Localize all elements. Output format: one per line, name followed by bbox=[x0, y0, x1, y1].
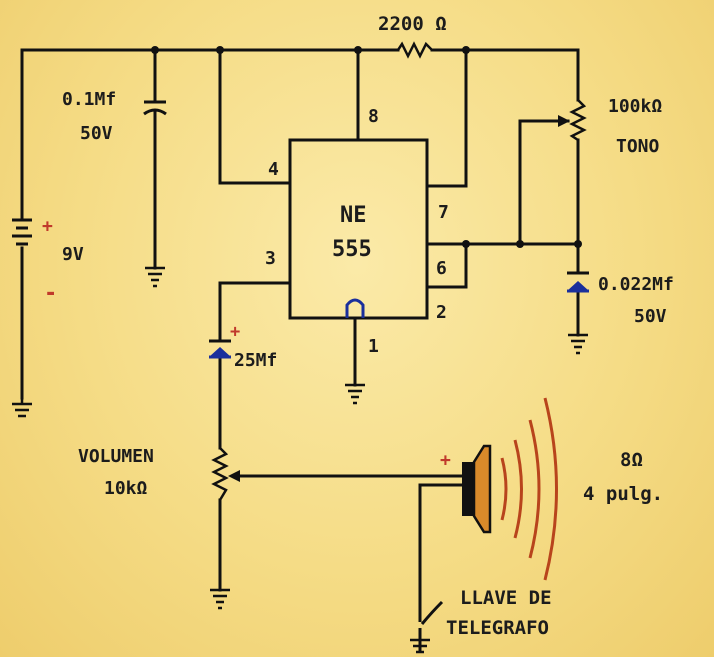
capacitor-0-1mf-voltage: 50V bbox=[80, 123, 113, 144]
capacitor-0-022mf-value: 0.022Mf bbox=[598, 274, 674, 295]
potentiometer-100k-tono: 100kΩ TONO bbox=[558, 96, 662, 157]
capacitor-25mf-plus: + bbox=[230, 322, 240, 342]
pin-1-label: 1 bbox=[368, 336, 379, 357]
ground-cap-0-022-icon bbox=[568, 333, 588, 355]
ic-name-line1: NE bbox=[340, 203, 367, 228]
pin-2-label: 2 bbox=[436, 302, 447, 323]
battery-plus-sign: + bbox=[42, 216, 53, 237]
wires bbox=[20, 48, 580, 606]
speaker-8-ohm: + 8Ω 4 pulg. bbox=[440, 397, 663, 581]
speaker-impedance: 8Ω bbox=[620, 449, 643, 471]
pin-6-label: 6 bbox=[436, 258, 447, 279]
ground-battery-icon bbox=[12, 398, 32, 418]
pin-3-label: 3 bbox=[265, 248, 276, 269]
potentiometer-100k-name: TONO bbox=[616, 136, 660, 157]
capacitor-0-1mf-value: 0.1Mf bbox=[62, 89, 116, 110]
potentiometer-10k-volumen: VOLUMEN 10kΩ bbox=[78, 446, 240, 501]
ground-key-icon bbox=[410, 638, 430, 654]
resistor-2200-label: 2200 Ω bbox=[378, 13, 447, 35]
ic-name-line2: 555 bbox=[332, 237, 372, 262]
capacitor-25mf: + 25Mf bbox=[209, 322, 277, 371]
pin-4-label: 4 bbox=[268, 159, 279, 180]
telegraph-key-label-line1: LLAVE DE bbox=[460, 587, 552, 609]
telegraph-key: LLAVE DE TELEGRAFO bbox=[418, 587, 552, 652]
speaker-plus-sign: + bbox=[440, 450, 451, 471]
ground-cap-0-1-icon bbox=[145, 266, 165, 288]
volume-pot-name: VOLUMEN bbox=[78, 446, 154, 467]
pin-7-label: 7 bbox=[438, 202, 449, 223]
capacitor-0-022mf: 0.022Mf 50V bbox=[567, 271, 674, 327]
telegraph-key-label-line2: TELEGRAFO bbox=[446, 617, 549, 639]
ground-pin1-icon bbox=[345, 383, 365, 405]
volume-pot-value: 10kΩ bbox=[104, 478, 148, 499]
pin-8-label: 8 bbox=[368, 106, 379, 127]
capacitor-0-022mf-voltage: 50V bbox=[634, 306, 667, 327]
speaker-size: 4 pulg. bbox=[583, 483, 663, 505]
battery-minus-sign: - bbox=[44, 281, 57, 306]
junction-dots bbox=[151, 46, 582, 248]
battery-9v: + 9V - bbox=[12, 216, 84, 306]
capacitor-0-1mf: 0.1Mf 50V bbox=[62, 89, 167, 144]
potentiometer-100k-value: 100kΩ bbox=[608, 96, 662, 117]
ground-symbols bbox=[12, 266, 588, 654]
capacitor-25mf-value: 25Mf bbox=[234, 350, 277, 371]
ground-volume-icon bbox=[210, 588, 230, 610]
resistor-2200: 2200 Ω bbox=[378, 13, 447, 59]
battery-voltage: 9V bbox=[62, 244, 84, 265]
ne555-chip: NE 555 8 4 7 3 6 2 1 bbox=[265, 106, 449, 357]
